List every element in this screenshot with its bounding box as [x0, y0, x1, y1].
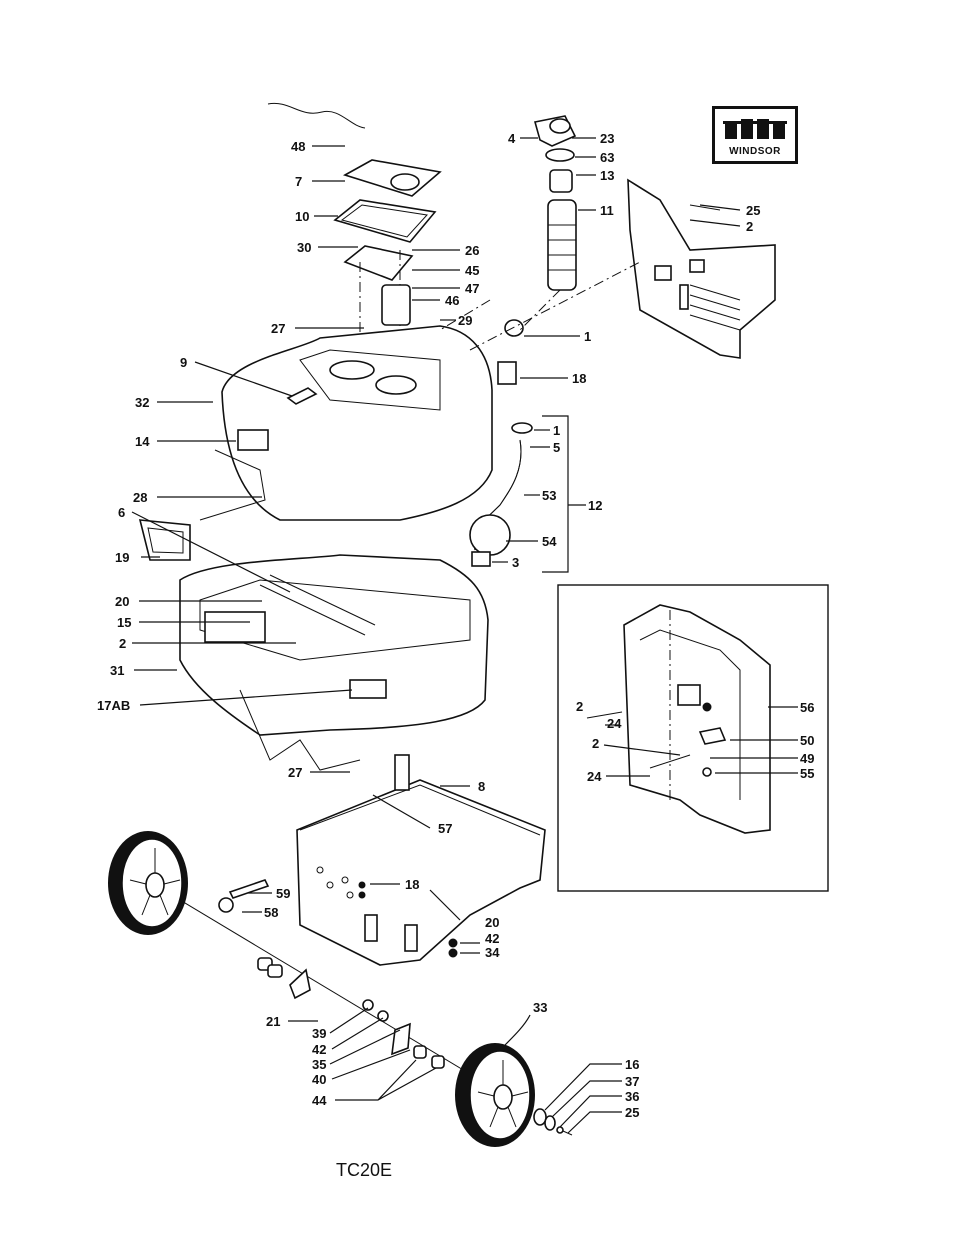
label-13: 13	[600, 168, 614, 183]
label-49: 49	[800, 751, 814, 766]
label-20-lower: 20	[485, 915, 499, 930]
label-19: 19	[115, 550, 129, 565]
label-40: 40	[312, 1072, 326, 1087]
label-54: 54	[542, 534, 557, 549]
label-39: 39	[312, 1026, 326, 1041]
leader-lines	[131, 137, 798, 1134]
inset-detail	[557, 584, 829, 892]
label-36: 36	[625, 1089, 639, 1104]
label-14: 14	[135, 434, 150, 449]
label-18-lower: 18	[405, 877, 419, 892]
label-29: 29	[458, 313, 472, 328]
label-2-upper: 2	[119, 636, 126, 651]
label-23: 23	[600, 131, 614, 146]
label-45: 45	[465, 263, 479, 278]
wheel-right	[455, 1043, 535, 1147]
label-1-upper: 1	[584, 329, 591, 344]
label-44: 44	[312, 1093, 327, 1108]
logo-text: WINDSOR	[729, 146, 781, 157]
label-5: 5	[553, 440, 560, 455]
brand-logo: WINDSOR	[712, 106, 798, 164]
rear-panel	[469, 178, 776, 359]
model-code: TC20E	[336, 1160, 393, 1180]
label-14	[237, 429, 269, 451]
label-46: 46	[445, 293, 459, 308]
label-2-inset-a: 2	[576, 699, 583, 714]
label-25-lower: 25	[625, 1105, 639, 1120]
label-9: 9	[180, 355, 187, 370]
float-9	[286, 387, 318, 405]
label-32: 32	[135, 395, 149, 410]
label-24-inset-b: 24	[587, 769, 602, 784]
label-17ab	[349, 679, 387, 699]
label-50: 50	[800, 733, 814, 748]
cable-48	[267, 102, 366, 129]
label-58: 58	[264, 905, 278, 920]
label-18-upper: 18	[572, 371, 586, 386]
label-27-upper: 27	[271, 321, 285, 336]
label-4: 4	[508, 131, 516, 146]
cover-assembly	[267, 102, 442, 385]
hose-assembly	[439, 115, 577, 567]
logo-mark-icon	[723, 119, 787, 139]
label-48: 48	[291, 139, 305, 154]
label-15: 15	[117, 615, 131, 630]
label-56: 56	[800, 700, 814, 715]
label-11: 11	[600, 203, 614, 218]
label-42-lower: 42	[312, 1042, 326, 1057]
label-2-inset-b: 2	[592, 736, 599, 751]
label-47: 47	[465, 281, 479, 296]
label-3: 3	[512, 555, 519, 570]
lid-knob	[390, 173, 420, 191]
label-59: 59	[276, 886, 290, 901]
label-30: 30	[297, 240, 311, 255]
label-8: 8	[478, 779, 485, 794]
chassis-frame-8	[296, 754, 546, 966]
label-24-inset-a: 24	[607, 716, 622, 731]
label-63: 63	[600, 150, 614, 165]
label-42-right: 42	[485, 931, 499, 946]
label-26: 26	[465, 243, 479, 258]
axle-and-wheels	[108, 831, 573, 1147]
label-12: 12	[588, 498, 602, 513]
label-10: 10	[295, 209, 309, 224]
label-37: 37	[625, 1074, 639, 1089]
label-1-lower: 1	[553, 423, 560, 438]
upper-tank-32	[199, 284, 493, 521]
label-57: 57	[438, 821, 452, 836]
label-31: 31	[110, 663, 124, 678]
label-34: 34	[485, 945, 500, 960]
label-35: 35	[312, 1057, 326, 1072]
filter-30	[343, 245, 414, 281]
label-25-upper: 25	[746, 203, 760, 218]
label-27-lower: 27	[288, 765, 302, 780]
label-53: 53	[542, 488, 556, 503]
label-21: 21	[266, 1014, 280, 1029]
label-18	[497, 361, 517, 385]
label-20-upper: 20	[115, 594, 129, 609]
label-17ab: 17AB	[97, 698, 130, 713]
lower-tank-31	[138, 519, 489, 771]
label-16: 16	[625, 1057, 639, 1072]
label-33: 33	[533, 1000, 547, 1015]
part-labels: 48 7 10 30 26 45 47 46 29 27 9 32 14 28 …	[97, 131, 814, 1120]
label-7: 7	[295, 174, 302, 189]
label-15	[204, 611, 266, 643]
label-28: 28	[133, 490, 147, 505]
label-6: 6	[118, 505, 125, 520]
gasket-10	[333, 199, 437, 243]
label-2-rear: 2	[746, 219, 753, 234]
label-55: 55	[800, 766, 814, 781]
wheel-left	[108, 831, 188, 935]
